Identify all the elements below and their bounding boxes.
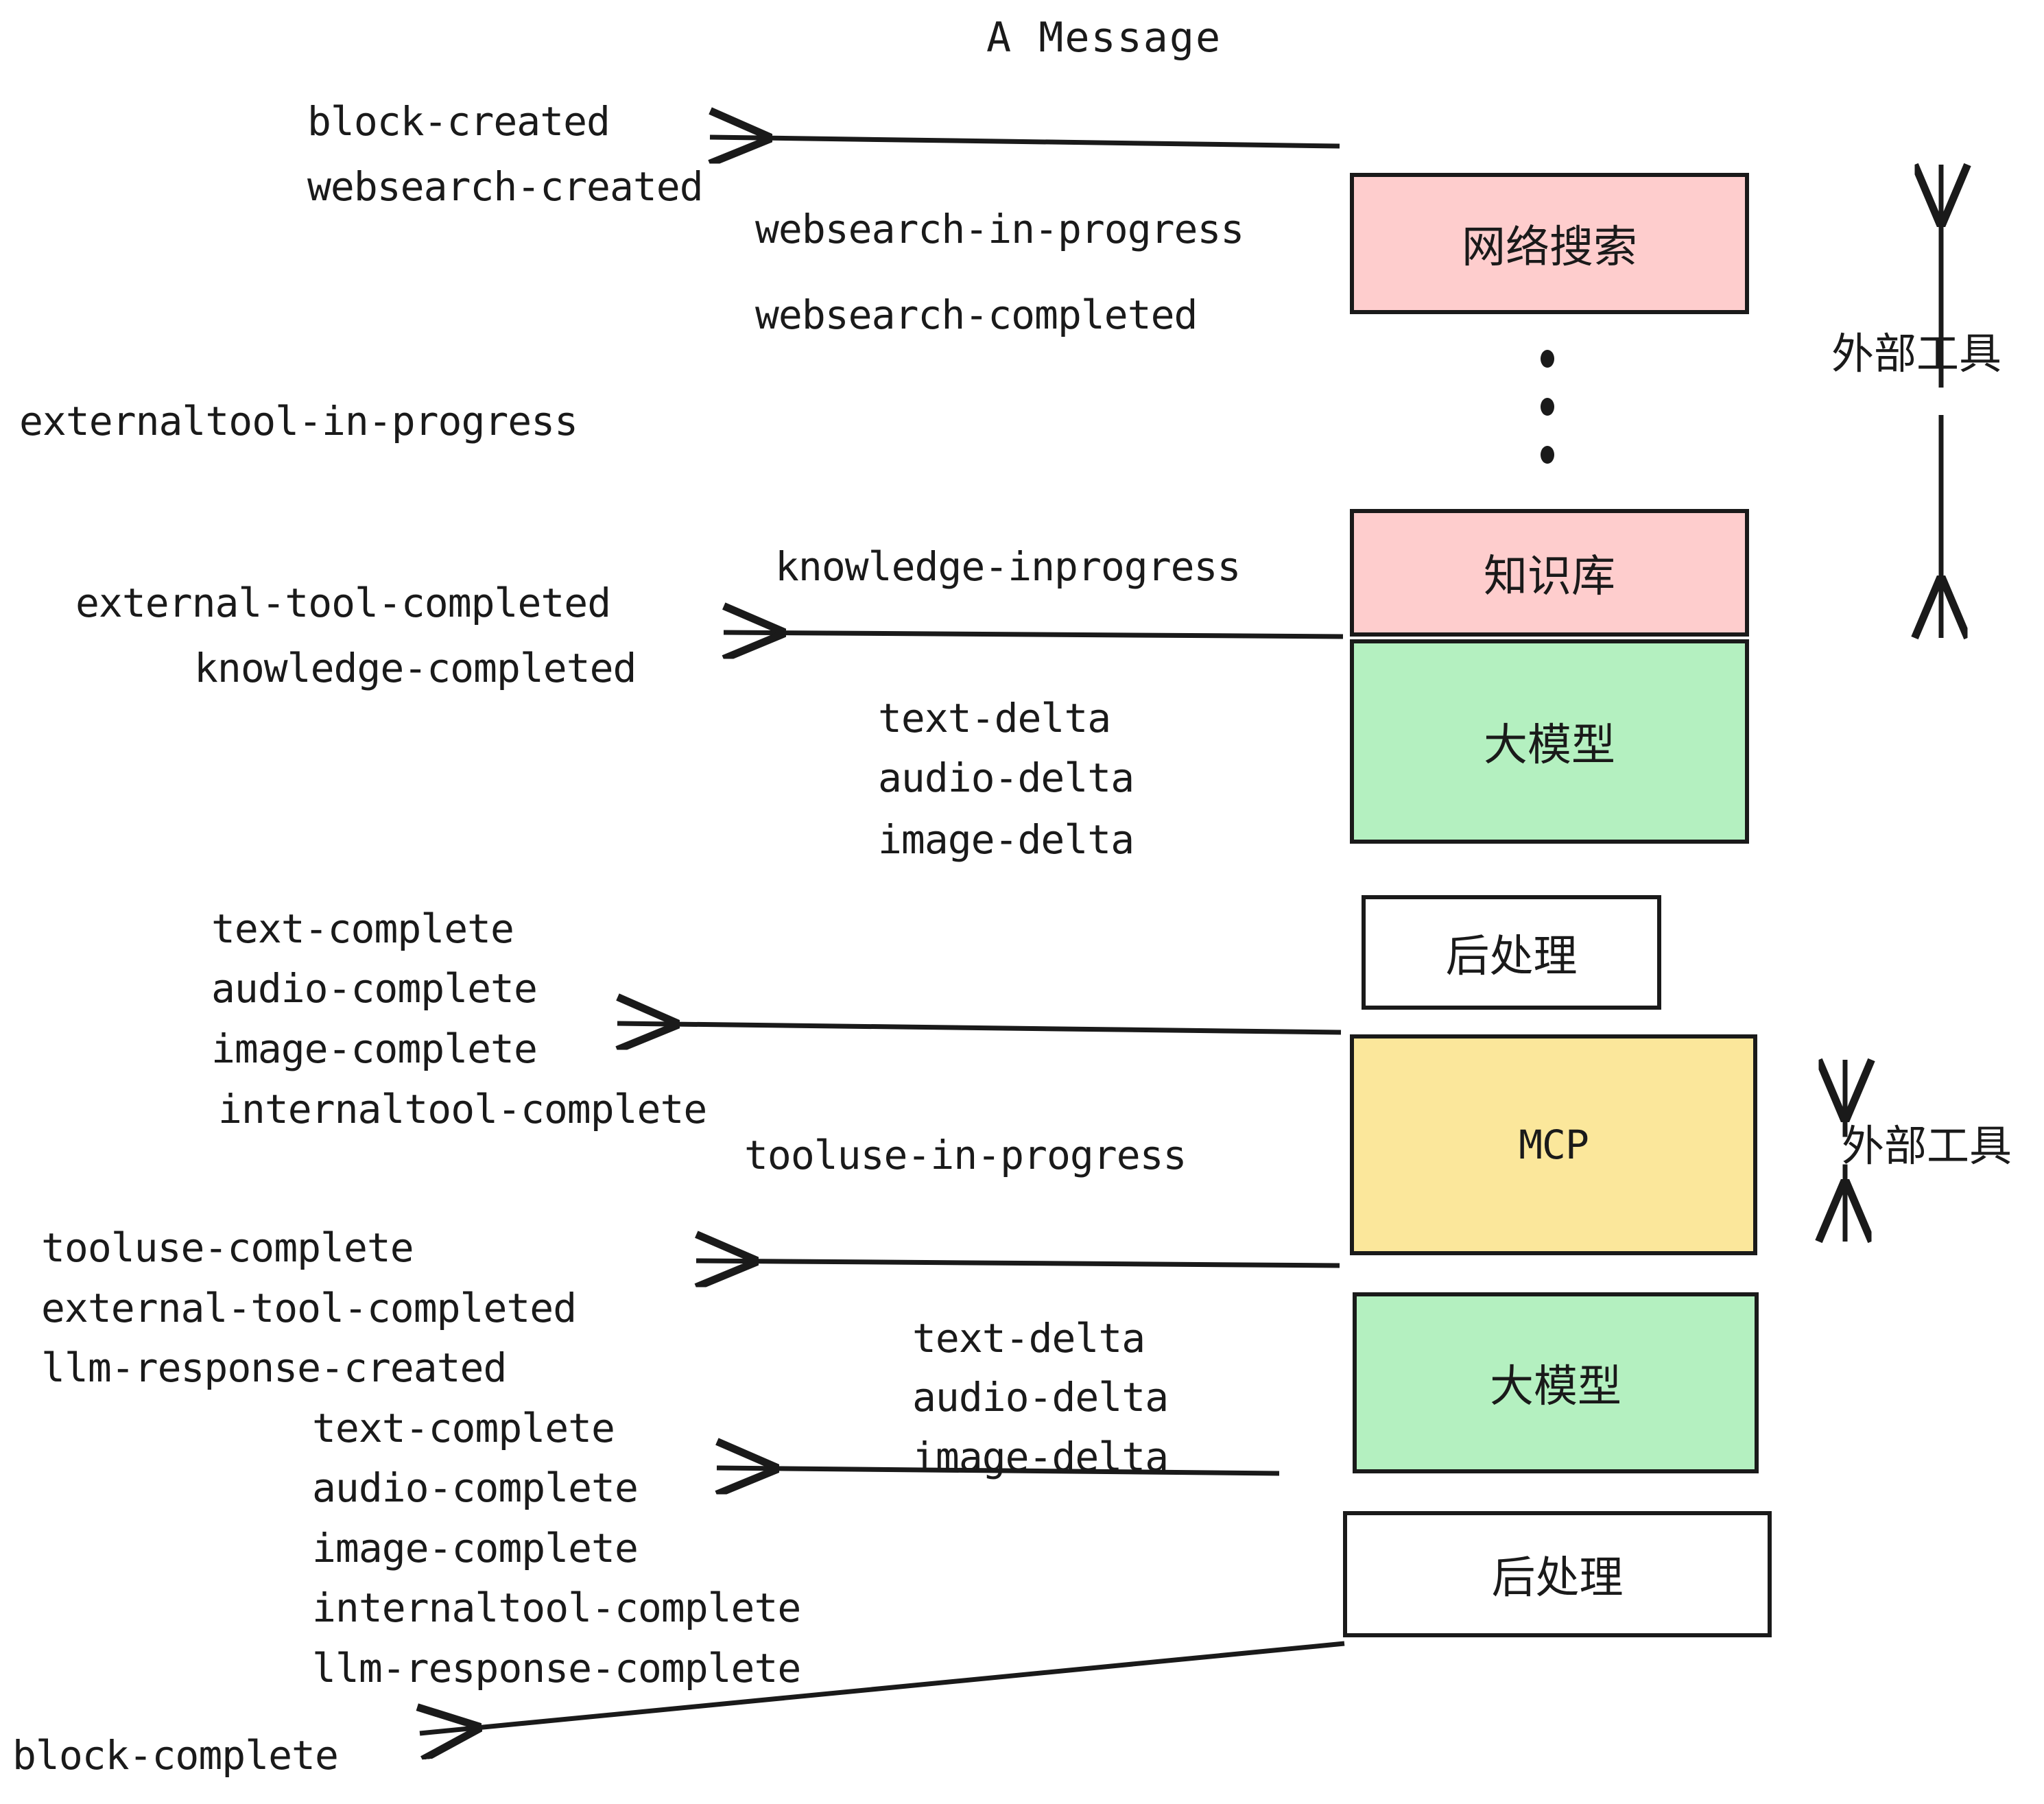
- flow-arrow-knowledge-completed: [724, 632, 1344, 637]
- event-label-image-delta-2: image-delta: [912, 1434, 1169, 1480]
- event-label-internaltool-complete-2: internaltool-complete: [312, 1585, 801, 1631]
- side-annotation-external-tool-bottom: 外部工具: [1842, 1121, 2012, 1171]
- ellipsis-dot-3: [1541, 446, 1554, 464]
- node-box-label: 大模型: [1484, 720, 1615, 771]
- event-label-tooluse-in-progress: tooluse-in-progress: [744, 1132, 1187, 1178]
- event-label-image-complete-1: image-complete: [211, 1025, 538, 1072]
- event-label-llm-response-complete: llm-response-complete: [312, 1645, 801, 1692]
- side-annotation-external-tool-top: 外部工具: [1831, 329, 2002, 379]
- node-box-label: MCP: [1519, 1121, 1589, 1168]
- event-label-block-complete: block-complete: [12, 1732, 339, 1779]
- event-label-image-complete-2: image-complete: [312, 1525, 639, 1571]
- node-box-label: 大模型: [1490, 1362, 1621, 1412]
- event-label-tooluse-complete: tooluse-complete: [41, 1224, 414, 1271]
- event-label-llm-response-created: llm-response-created: [41, 1344, 507, 1391]
- event-label-external-tool-completed-1: external-tool-completed: [75, 580, 611, 626]
- node-box-websearch[interactable]: 网络搜索: [1350, 173, 1749, 314]
- event-label-audio-complete-1: audio-complete: [211, 965, 538, 1012]
- node-box-post-top[interactable]: 后处理: [1362, 895, 1661, 1010]
- ellipsis-dot-1: [1541, 350, 1554, 368]
- node-box-llm-top[interactable]: 大模型: [1350, 639, 1749, 844]
- event-label-knowledge-completed: knowledge-completed: [194, 645, 637, 691]
- scope-arrows: [1845, 165, 1941, 1242]
- event-label-text-delta-2: text-delta: [912, 1315, 1145, 1362]
- event-label-internaltool-complete-1: internaltool-complete: [218, 1086, 707, 1132]
- event-label-image-delta-1: image-delta: [878, 816, 1134, 863]
- flow-arrow-image-complete: [617, 1023, 1342, 1032]
- event-label-audio-complete-2: audio-complete: [312, 1464, 639, 1511]
- event-label-websearch-completed: websearch-completed: [755, 292, 1198, 338]
- event-label-externaltool-in-progress: externaltool-in-progress: [19, 398, 578, 444]
- event-label-text-complete-1: text-complete: [211, 905, 514, 952]
- event-label-audio-delta-1: audio-delta: [878, 755, 1134, 801]
- node-box-knowledge[interactable]: 知识库: [1350, 509, 1749, 637]
- event-label-knowledge-inprogress: knowledge-inprogress: [775, 543, 1241, 590]
- flow-arrow-block-created: [710, 137, 1340, 146]
- node-box-label: 网络搜索: [1462, 222, 1637, 273]
- node-box-mcp[interactable]: MCP: [1350, 1034, 1757, 1255]
- node-box-label: 后处理: [1491, 1553, 1624, 1604]
- event-label-text-complete-2: text-complete: [312, 1405, 615, 1451]
- node-box-label: 后处理: [1445, 931, 1578, 982]
- event-label-text-delta-1: text-delta: [878, 695, 1111, 741]
- node-box-post-bottom[interactable]: 后处理: [1343, 1511, 1772, 1637]
- event-label-websearch-created: websearch-created: [307, 163, 704, 210]
- page-title: A Message: [986, 14, 1222, 62]
- event-label-websearch-in-progress: websearch-in-progress: [755, 206, 1244, 252]
- flow-arrow-tooluse-complete: [696, 1261, 1340, 1266]
- node-box-label: 知识库: [1484, 551, 1615, 602]
- ellipsis-dot-2: [1541, 398, 1554, 416]
- event-label-external-tool-completed-2: external-tool-completed: [41, 1285, 577, 1331]
- node-box-llm-bottom[interactable]: 大模型: [1353, 1292, 1759, 1473]
- event-label-audio-delta-2: audio-delta: [912, 1374, 1169, 1421]
- event-label-block-created: block-created: [307, 98, 610, 145]
